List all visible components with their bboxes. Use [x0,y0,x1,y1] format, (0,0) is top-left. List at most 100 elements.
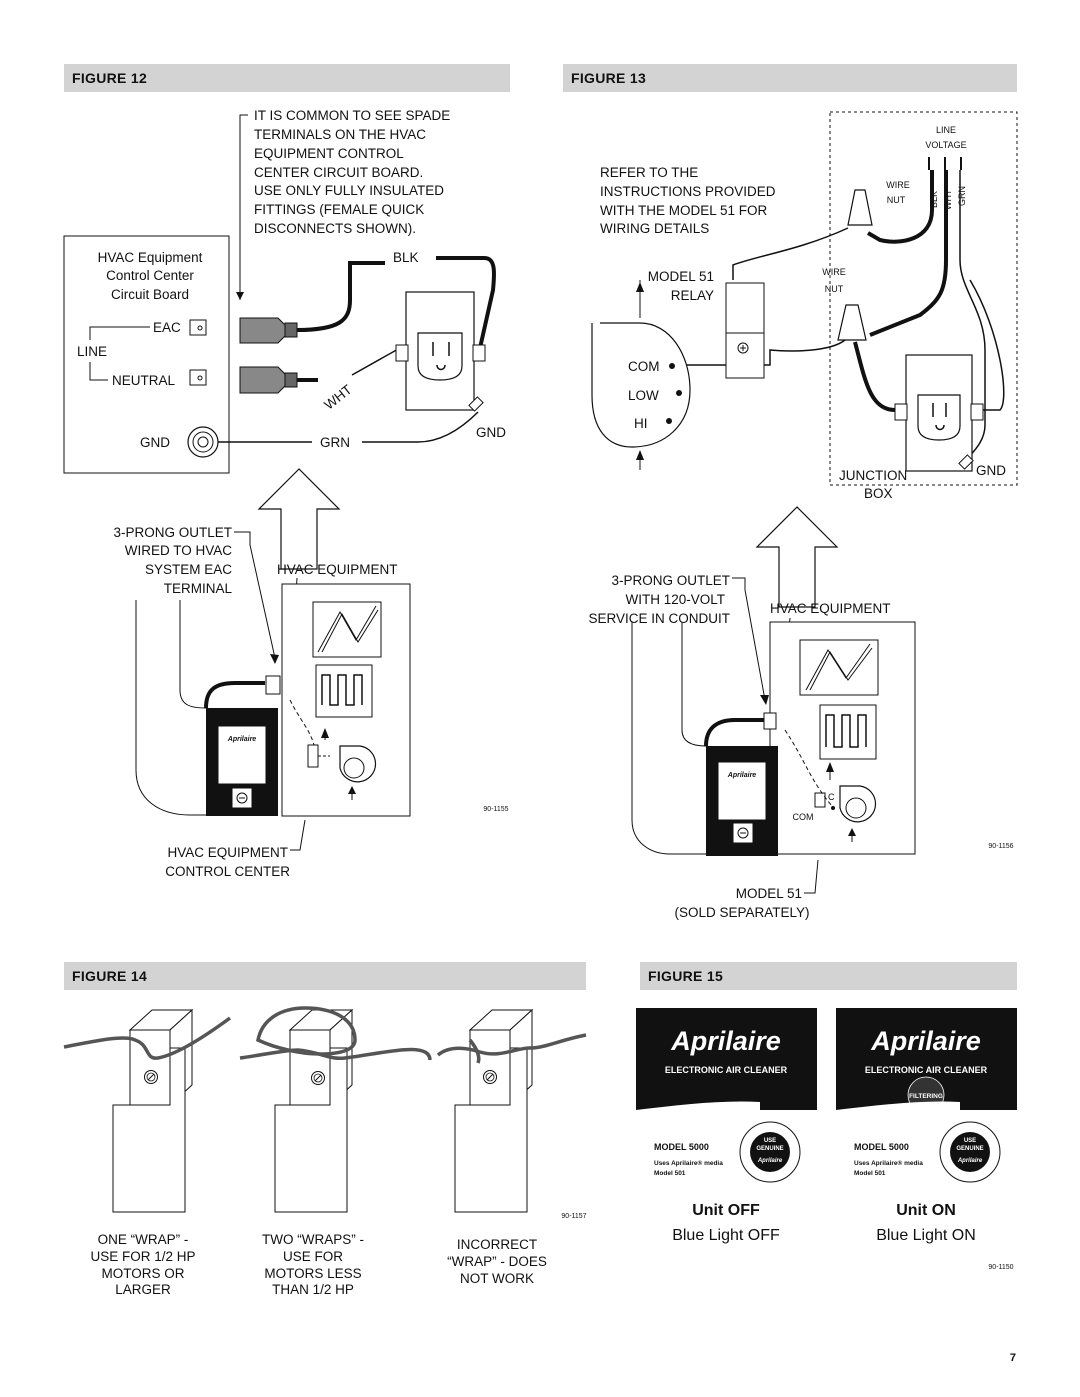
wrap-caption: INCORRECT “WRAP” - DOES NOT WORK [447,1237,547,1286]
outlet-callout: 3-PRONG OUTLET [113,525,232,540]
wrap-caption: ONE “WRAP” - USE FOR 1/2 HP MOTORS OR LA… [90,1232,195,1297]
hi-label: HI [634,416,648,431]
hvac-equipment-label: HVAC EQUIPMENT [770,601,891,616]
line-voltage-label: LINE [936,125,956,135]
coil-icon [799,639,879,696]
model51-label: MODEL 51 [736,886,802,901]
relay-box [307,744,319,768]
light-on-label: Blue Light ON [876,1227,976,1244]
figure-15-diagram: Aprilaire ELECTRONIC AIR CLEANER USE GEN… [636,1008,1017,1271]
svg-text:LARGER: LARGER [115,1282,171,1297]
brand-mark: Aprilaire [227,736,257,743]
ground-screw-icon [187,426,219,458]
brand-logo: Aprilaire [870,1026,981,1056]
filtering-label: FILTERING [909,1093,943,1100]
figure-code: 90-1150 [988,1264,1013,1271]
svg-text:Aprilaire: Aprilaire [957,1158,983,1164]
svg-text:USE: USE [964,1138,976,1144]
brand-logo: Aprilaire [670,1026,781,1056]
figure-code: 90-1156 [988,843,1013,850]
svg-text:USE: USE [764,1138,776,1144]
blower-icon [339,745,377,783]
svg-text:NOT WORK: NOT WORK [460,1271,534,1286]
note-line: TERMINALS ON THE HVAC [254,127,426,142]
figure-14-diagram: 90-1157 ONE “WRAP” - USE FOR 1/2 HP MOTO… [63,1006,587,1297]
wrap-caption: TWO “WRAPS” - USE FOR MOTORS LESS THAN 1… [262,1232,364,1297]
gnd-label: GND [976,463,1006,478]
junction-box-outline [829,111,1018,486]
blk-label: BLK [393,250,419,265]
up-arrow-icon [258,468,340,570]
refer-line: WIRING DETAILS [600,221,709,236]
heater-icon [819,704,877,760]
junction-label: JUNCTION [839,468,907,483]
coil-icon [312,601,382,658]
wire-color-label: GRN [957,186,967,206]
hvac-equipment-label: HVAC EQUIPMENT [277,562,398,577]
page-number: 7 [1009,1352,1016,1364]
outlet-icon [395,291,486,412]
svg-text:INCORRECT: INCORRECT [457,1237,537,1252]
eac-label: EAC [153,320,181,335]
svg-text:GENUINE: GENUINE [956,1146,983,1152]
up-arrow-icon [756,506,838,608]
svg-text:“WRAP” - DOES: “WRAP” - DOES [447,1254,547,1269]
wht-label: WHT [321,382,354,413]
note-line: DISCONNECTS SHOWN). [254,221,416,236]
svg-text:Aprilaire: Aprilaire [757,1158,783,1164]
wrap-block [454,1008,534,1213]
blower-housing-icon [591,322,691,448]
refer-line: INSTRUCTIONS PROVIDED [600,184,776,199]
uses-media-label: Model 501 [854,1170,886,1177]
outlet-callout: SERVICE IN CONDUIT [588,611,730,626]
note-line: IT IS COMMON TO SEE SPADE [254,108,450,123]
relay-label: MODEL 51 [648,269,714,284]
outlet-callout: TERMINAL [164,581,233,596]
svg-text:ONE “WRAP” -: ONE “WRAP” - [98,1232,189,1247]
model51-relay-unit: Aprilaire [706,746,778,856]
figure-14-header: FIGURE 14 [64,962,586,990]
neutral-label: NEUTRAL [112,373,176,388]
wire-nut-label: NUT [887,195,906,205]
junction-label: BOX [864,486,893,501]
c-terminal-label: C [828,792,835,802]
heater-icon [315,664,373,718]
figure-13-title: FIGURE 13 [571,70,647,86]
figure-15-header: FIGURE 15 [640,962,1017,990]
light-off-label: Blue Light OFF [672,1227,780,1244]
note-line: EQUIPMENT CONTROL [254,146,404,161]
note-line: FITTINGS (FEMALE QUICK [254,202,424,217]
figure-code: 90-1155 [483,806,508,813]
wrap-block [112,1008,194,1213]
wire-nut-icon [847,189,873,226]
unit-off-label: Unit OFF [692,1202,760,1219]
svg-text:GENUINE: GENUINE [756,1146,783,1152]
unit-on-panel: Aprilaire ELECTRONIC AIR CLEANER FILTERI… [836,1008,1017,1188]
unit-off-panel: Aprilaire ELECTRONIC AIR CLEANER USE GEN… [636,1008,817,1188]
outlet-callout: WITH 120-VOLT [625,592,725,607]
wire-nut-icon [837,304,867,341]
figure-12-header: FIGURE 12 [64,64,510,92]
outlet-callout: SYSTEM EAC [145,562,232,577]
line-label: LINE [77,344,107,359]
model51-relay-icon [725,282,765,379]
svg-text:MOTORS LESS: MOTORS LESS [264,1266,361,1281]
svg-text:TWO “WRAPS” -: TWO “WRAPS” - [262,1232,364,1247]
gnd-label: GND [140,435,170,450]
brand-mark: Aprilaire [727,772,757,779]
com-label: COM [628,359,660,374]
relay-label: RELAY [671,288,714,303]
grn-label: GRN [320,435,350,450]
note-line: CENTER CIRCUIT BOARD. [254,165,423,180]
figure-13-diagram: REFER TO THE INSTRUCTIONS PROVIDED WITH … [588,111,1018,920]
outlet-icon [894,354,984,472]
figure-14-title: FIGURE 14 [72,968,148,984]
svg-text:USE FOR: USE FOR [283,1249,343,1264]
figure-12-diagram: IT IS COMMON TO SEE SPADE TERMINALS ON T… [63,108,509,879]
figure-code: 90-1157 [561,1213,586,1220]
control-center-label: CONTROL CENTER [165,864,290,879]
figure-12-title: FIGURE 12 [72,70,148,86]
svg-text:MOTORS OR: MOTORS OR [101,1266,184,1281]
control-center-unit: Aprilaire [206,708,278,816]
